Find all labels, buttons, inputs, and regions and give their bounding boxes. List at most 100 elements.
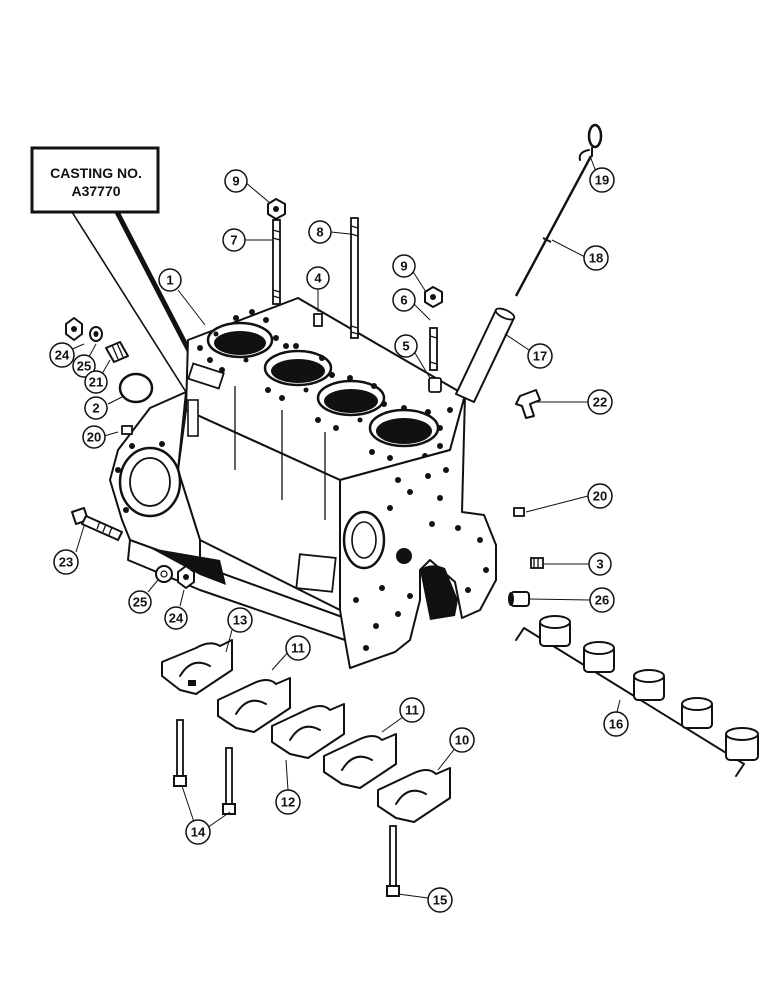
casting-number-box: CASTING NO. A37770	[30, 146, 203, 393]
cylinder-head-stud	[272, 219, 281, 305]
svg-text:17: 17	[533, 349, 547, 364]
svg-text:18: 18	[589, 251, 603, 266]
callout-18-dipstick: 18	[583, 245, 609, 271]
svg-text:22: 22	[593, 395, 607, 410]
cylinder-bores	[206, 321, 440, 448]
callout-6-short-stud: 6	[392, 288, 416, 312]
washer-lower	[155, 565, 173, 583]
camshaft-bushings	[515, 615, 759, 777]
callout-22-fitting: 22	[587, 389, 613, 415]
bearing-cap-screw-3	[386, 825, 400, 897]
svg-text:5: 5	[402, 339, 409, 354]
callout-13-rear-cap: 13	[227, 607, 253, 633]
expansion-plug	[118, 372, 154, 404]
callout-24-nut-left: 24	[49, 342, 75, 368]
svg-text:4: 4	[314, 271, 322, 286]
callout-7-stud: 7	[222, 228, 246, 252]
callout-15-cap-screw: 15	[427, 887, 453, 913]
svg-text:26: 26	[595, 593, 609, 608]
bushing	[508, 591, 530, 607]
elbow-fitting	[515, 389, 541, 419]
callout-11-intermediate-cap-2: 11	[399, 697, 425, 723]
svg-text:13: 13	[233, 613, 247, 628]
callout-17-dipstick-tube: 17	[527, 343, 553, 369]
casting-number-label: CASTING NO.	[50, 165, 142, 181]
callout-25-washer-left: 25	[72, 354, 96, 378]
callout-26-bushing: 26	[589, 587, 615, 613]
head-nut	[267, 198, 286, 220]
camshaft-bushing-1	[539, 615, 571, 647]
main-bearing-cap-center	[271, 703, 345, 759]
svg-text:25: 25	[133, 595, 147, 610]
nut-lower	[177, 565, 195, 589]
svg-text:10: 10	[455, 733, 469, 748]
cylinder-block	[109, 297, 497, 669]
callout-1-block: 1	[158, 268, 182, 292]
callout-11-intermediate-cap-1: 11	[285, 635, 311, 661]
callout-23-cap-screw: 23	[53, 549, 79, 575]
short-stud	[429, 327, 438, 371]
callout-14-cap-screws: 14	[185, 819, 211, 845]
svg-text:23: 23	[59, 555, 73, 570]
callout-9-head-nut: 9	[224, 169, 248, 193]
nut-left	[65, 317, 83, 341]
dowel-sleeve	[428, 377, 442, 393]
callout-16-camshaft-bushings: 16	[603, 699, 629, 737]
svg-text:2: 2	[92, 401, 99, 416]
pipe-plug	[530, 557, 544, 569]
svg-text:15: 15	[433, 893, 447, 908]
callout-4-dowel: 4	[306, 266, 330, 290]
fitting-stud	[105, 341, 129, 363]
main-bearing-cap-front	[377, 767, 451, 823]
bearing-cap-screw-1	[173, 719, 187, 787]
svg-text:8: 8	[316, 225, 323, 240]
svg-text:9: 9	[400, 259, 407, 274]
callout-2-expansion-plug: 2	[84, 396, 108, 420]
bearing-cap-screw-2	[222, 747, 236, 815]
camshaft-bushing-4	[681, 697, 713, 729]
svg-text:19: 19	[595, 173, 609, 188]
callout-25-washer-lower: 25	[128, 590, 152, 614]
svg-text:6: 6	[400, 293, 407, 308]
svg-text:7: 7	[230, 233, 237, 248]
casting-number-value: A37770	[71, 183, 120, 199]
svg-text:14: 14	[191, 825, 206, 840]
svg-text:24: 24	[55, 348, 70, 363]
callout-19-dipstick-handle: 19	[589, 167, 615, 193]
svg-text:9: 9	[232, 174, 239, 189]
callout-9-stud-nut: 9	[392, 254, 416, 278]
pipe-plug-right	[513, 507, 525, 517]
svg-text:16: 16	[609, 717, 623, 732]
svg-text:11: 11	[405, 703, 419, 718]
svg-text:3: 3	[596, 557, 603, 572]
pipe-plug-left	[121, 425, 133, 435]
main-bearing-cap-intermediate-1	[217, 677, 291, 733]
camshaft-bushing-5	[725, 727, 759, 761]
callout-5-sleeve: 5	[394, 334, 418, 358]
dipstick	[514, 123, 603, 297]
long-stud	[350, 217, 359, 339]
dowel-pin	[313, 313, 323, 327]
main-bearing-cap-intermediate-2	[323, 733, 397, 789]
svg-text:24: 24	[169, 611, 184, 626]
camshaft-bushing-3	[633, 669, 665, 701]
svg-text:11: 11	[291, 641, 305, 656]
callout-3-pipe-plug: 3	[588, 552, 612, 576]
callout-24-nut-lower: 24	[164, 606, 188, 630]
callout-21-fitting-stud: 21	[84, 370, 108, 394]
svg-text:12: 12	[281, 795, 295, 810]
stud-nut	[424, 286, 443, 308]
callout-8-long-stud: 8	[308, 220, 332, 244]
callout-20-plug-right: 20	[587, 483, 613, 509]
cap-screw	[71, 507, 123, 541]
callout-20-plug-left: 20	[82, 425, 106, 449]
dipstick-tube	[455, 307, 516, 403]
camshaft-bushing-2	[583, 641, 615, 673]
svg-text:21: 21	[89, 375, 103, 390]
main-bearing-cap-rear	[161, 639, 233, 695]
head-bolt-holes	[197, 309, 453, 461]
svg-text:20: 20	[593, 489, 607, 504]
washer-left	[89, 326, 103, 342]
svg-text:25: 25	[77, 359, 91, 374]
